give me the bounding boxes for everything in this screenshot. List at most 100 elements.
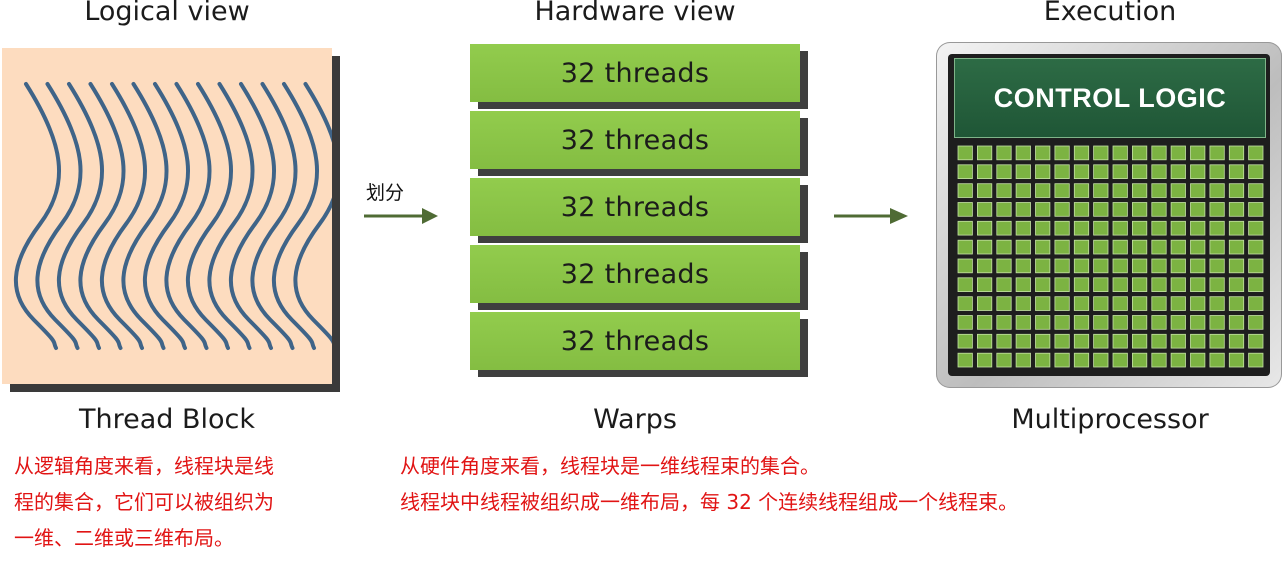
hardware-note-line: 从硬件角度来看，线程块是一维线程束的集合。 [400,454,820,478]
core-cell [1131,239,1148,255]
core-cell [1073,183,1090,198]
core-cell [1190,183,1206,198]
warp-block: 32 threads [470,312,800,370]
thread-line [250,82,298,350]
core-cell [1054,145,1070,161]
core-cell [1209,315,1225,330]
thread-line [99,82,147,350]
core-cell [1248,202,1264,217]
core-cell [1054,202,1070,217]
core-cell [957,296,973,311]
core-cell [1093,220,1109,236]
core-cell [976,296,993,311]
core-cell [1112,145,1128,161]
core-cell [1035,239,1051,255]
core-cell [996,145,1012,161]
core-cell [1112,315,1128,330]
thread-line [185,82,233,350]
core-cell [1209,164,1225,179]
core-cell [957,183,973,198]
thread-line [293,82,332,345]
core-cell [1054,258,1070,274]
core-cell [1112,183,1128,198]
core-cell [1131,202,1148,217]
core-cell [1015,202,1031,217]
core-cell [1248,145,1264,161]
core-cell [1190,333,1206,349]
core-cell [1151,202,1167,217]
core-cell [1073,352,1090,368]
core-cell [1228,352,1245,368]
core-cell [1093,333,1109,349]
core-cell [1131,258,1148,274]
core-cell [1151,164,1167,179]
core-cell [1015,333,1031,349]
core-cell [1248,183,1264,198]
core-cell [957,258,973,274]
logical-note-line: 一维、二维或三维布局。 [14,526,234,550]
partition-arrow-label: 划分 [366,182,405,204]
core-cell [1209,258,1225,274]
thread-line [271,82,319,350]
core-cell [996,352,1012,368]
core-cell [957,239,973,255]
core-cell [1015,315,1031,330]
warp-block: 32 threads [470,111,800,169]
logical-view-heading: Logical view [84,0,250,27]
core-cell [1170,202,1186,217]
core-cell [1112,333,1128,349]
core-cell [1131,296,1148,311]
core-cell [1170,220,1186,236]
core-cell [996,183,1012,198]
thread-line [56,82,104,350]
core-cell [1054,277,1070,293]
warps-caption: Warps [593,404,677,435]
core-cell [976,315,993,330]
hardware-view-note: 从硬件角度来看，线程块是一维线程束的集合。 线程块中线程被组织成一维布局，每 3… [400,448,1018,520]
core-cell [1228,277,1245,293]
core-cell [1190,202,1206,217]
core-cell [1190,315,1206,330]
core-cell [1093,296,1109,311]
core-cell [1035,220,1051,236]
core-cell [976,333,993,349]
core-cell [1248,333,1264,349]
core-cell [976,202,993,217]
core-cell [1035,258,1051,274]
core-cell [1015,220,1031,236]
core-cell [1073,333,1090,349]
core-cell [1054,352,1070,368]
core-cell [1073,220,1090,236]
core-cell [1054,183,1070,198]
logical-note-line: 程的集合，它们可以被组织为 [14,490,274,514]
core-cell [1054,333,1070,349]
logical-note-line: 从逻辑角度来看，线程块是线 [14,454,274,478]
core-cell [1015,164,1031,179]
core-cell [1093,164,1109,179]
core-cell [1228,258,1245,274]
core-cell [1035,145,1051,161]
core-cell [1054,239,1070,255]
core-cell [1112,258,1128,274]
core-cell [996,239,1012,255]
core-cell [1190,352,1206,368]
core-cell [1170,239,1186,255]
core-cell [1228,239,1245,255]
core-cell [1170,315,1186,330]
core-cell [1073,258,1090,274]
core-cell [996,202,1012,217]
core-cell [976,239,993,255]
core-cell [1209,145,1225,161]
core-cell [1248,277,1264,293]
core-cell [1151,277,1167,293]
core-cell [1073,145,1090,161]
core-cell [1073,164,1090,179]
core-cell [976,258,993,274]
core-cell [1151,296,1167,311]
core-cell [1248,315,1264,330]
core-cell [1112,220,1128,236]
core-cell [1170,145,1186,161]
core-cell [1151,183,1167,198]
execution-heading: Execution [1043,0,1177,27]
thread-line [164,82,212,350]
